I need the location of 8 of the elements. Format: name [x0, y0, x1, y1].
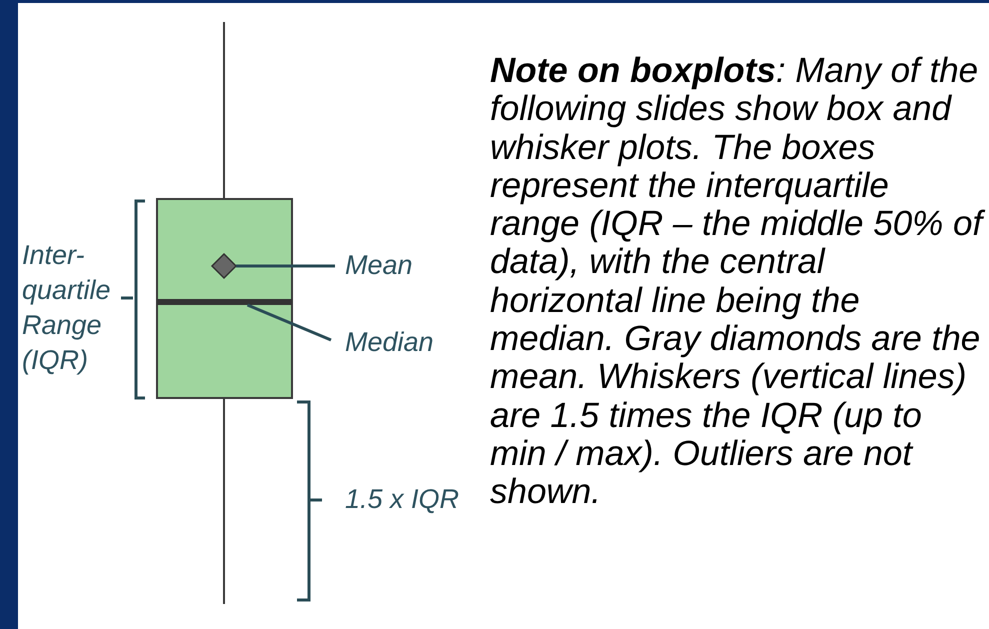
bracket-label: 1.5 x IQR	[345, 483, 460, 516]
callout-label: Mean	[345, 248, 413, 283]
leader-line	[246, 304, 332, 342]
callout-label: Median	[345, 325, 434, 360]
mean-diamond	[210, 252, 238, 280]
leader-line	[236, 264, 335, 268]
bracket-label: Inter- quartile Range (IQR)	[22, 239, 112, 377]
note-paragraph: Note on boxplots: Many of the following slides show box and whisker plots. The boxes represent the interquartile range (IQR – the middle 50% of data), with the central horizontal line being the median. Gray diamonds are the mean. Whiskers (vertical lines) are 1.5 times the IQR (up to min / max). Outliers are not shown.	[490, 52, 985, 512]
